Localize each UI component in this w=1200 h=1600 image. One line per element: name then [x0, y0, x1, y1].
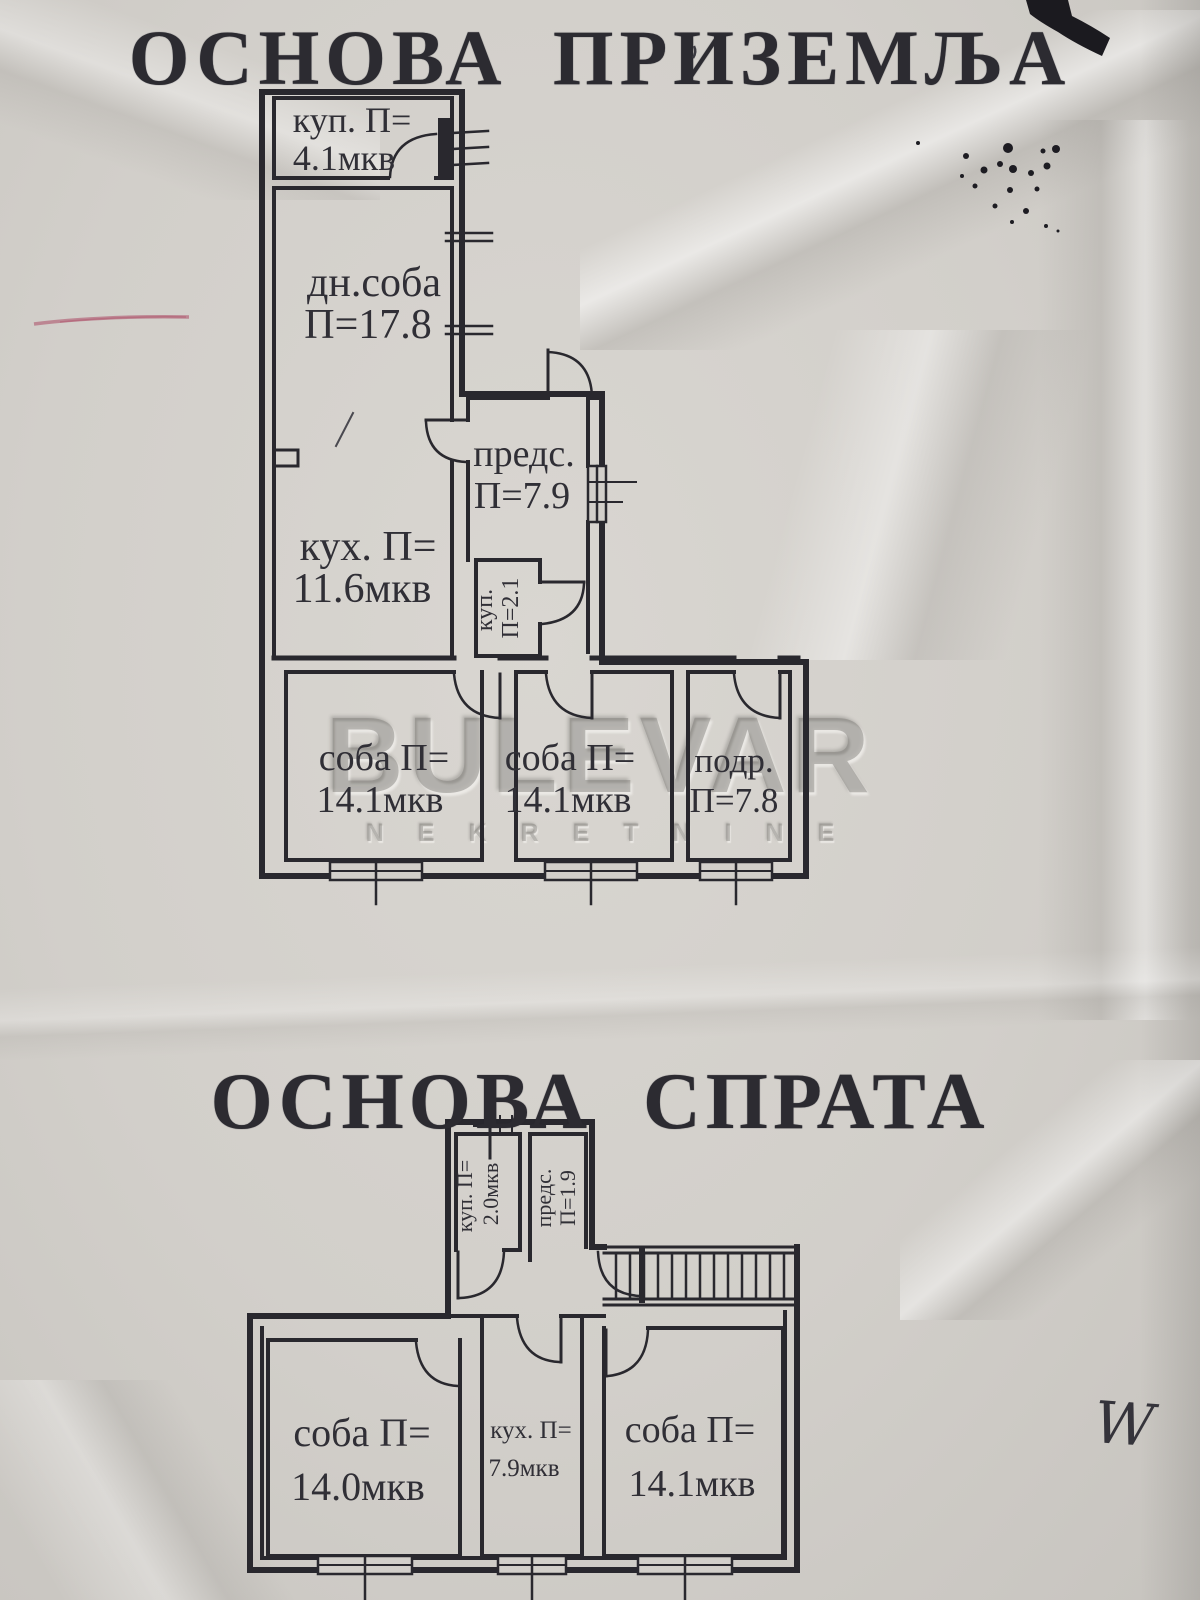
room2-walls: [514, 670, 674, 862]
room1-walls: [284, 670, 484, 862]
room2-walls: [602, 1326, 785, 1558]
pantry-walls: [686, 670, 792, 862]
door-arc: [414, 1340, 460, 1388]
handwritten-w-mark: W: [1092, 1388, 1161, 1460]
room-label-room2: соба П=: [505, 737, 635, 779]
upper-floor-title: ОСНОВА СПРАТА: [210, 1057, 990, 1146]
window-symbol: [496, 1554, 568, 1600]
window-symbol: [328, 860, 424, 906]
room-label-room1: соба П=: [293, 1410, 430, 1455]
room-label-bathroom: 2.0мкв: [478, 1163, 503, 1226]
door-arc: [458, 1250, 506, 1300]
door-leaf: [438, 118, 452, 178]
room-label-hallway: П=1.9: [555, 1170, 580, 1226]
pencil-line: [33, 315, 190, 326]
apostrophe-mark: [691, 45, 697, 59]
wall-section-ticks: [444, 129, 494, 336]
room-label-kitchen: 11.6мкв: [293, 566, 432, 612]
door-arc: [732, 672, 782, 720]
door-arc: [606, 1328, 650, 1378]
hallway-walls: [528, 1132, 588, 1262]
door-arc: [388, 132, 438, 179]
window-symbol: [698, 860, 774, 906]
room-label-pantry: подр.: [694, 741, 773, 780]
room-label-room1: 14.0мкв: [291, 1464, 425, 1509]
room-label-bathroom: куп. П=: [452, 1160, 477, 1232]
ground-floor-title: ОСНОВА ПРИЗЕМЉА: [128, 14, 1072, 102]
exterior-wall: [259, 89, 809, 879]
door-arc: [596, 1250, 642, 1298]
room-label-bathroom-small: куп.: [472, 589, 498, 631]
room-label-kitchen: 7.9мкв: [488, 1455, 559, 1482]
door-arc: [544, 672, 594, 720]
window-symbol: [543, 860, 639, 906]
room-label-room2: 14.1мкв: [629, 1463, 756, 1505]
room-label-living-room: П=17.8: [304, 302, 432, 348]
living-kitchen-walls: [272, 186, 454, 660]
stray-pen-mark: [334, 411, 355, 448]
ink-specks: [916, 141, 1060, 233]
door-arc: [540, 582, 586, 626]
room-label-hallway: П=7.9: [474, 475, 570, 517]
door-arc: [452, 672, 502, 720]
window-symbol: [586, 464, 637, 524]
room-label-bathroom-small: П=2.1: [498, 578, 524, 639]
room-label-room2: соба П=: [625, 1409, 755, 1451]
room-label-kitchen: кух. П=: [300, 524, 437, 570]
window-symbol: [636, 1554, 734, 1600]
room-label-living-room: дн.соба: [307, 260, 441, 306]
room-label-bathroom-top: 4.1мкв: [293, 138, 395, 178]
upper-floor-plan: куп. П= 2.0мкв предс. П=1.9 соба П= 14.0…: [247, 1102, 800, 1600]
hallway-walls: [466, 396, 602, 654]
room-label-room1: 14.1мкв: [317, 779, 444, 821]
room-label-bathroom-top: куп. П=: [293, 100, 412, 140]
room-label-hallway: предс.: [531, 1169, 556, 1228]
bathroom-walls: [454, 1132, 522, 1252]
ground-floor-plan: куп. П= 4.1мкв дн.соба П=17.8 предс. П=7…: [259, 89, 809, 906]
small-bathroom-walls: [474, 558, 542, 658]
room-label-pantry: П=7.8: [690, 781, 779, 820]
door-arc: [424, 420, 468, 464]
pencil-line: [59, 315, 187, 323]
room-label-room1: соба П=: [319, 737, 449, 779]
room-label-kitchen: кух. П=: [490, 1417, 571, 1444]
vent-stack: [473, 1102, 513, 1160]
room-label-hallway: предс.: [473, 433, 574, 475]
door-arc: [546, 350, 594, 398]
room-label-room2: 14.1мкв: [505, 779, 632, 821]
window-symbol: [316, 1554, 414, 1600]
ink-blot: [1026, 0, 1110, 56]
door-arc: [515, 1316, 561, 1364]
